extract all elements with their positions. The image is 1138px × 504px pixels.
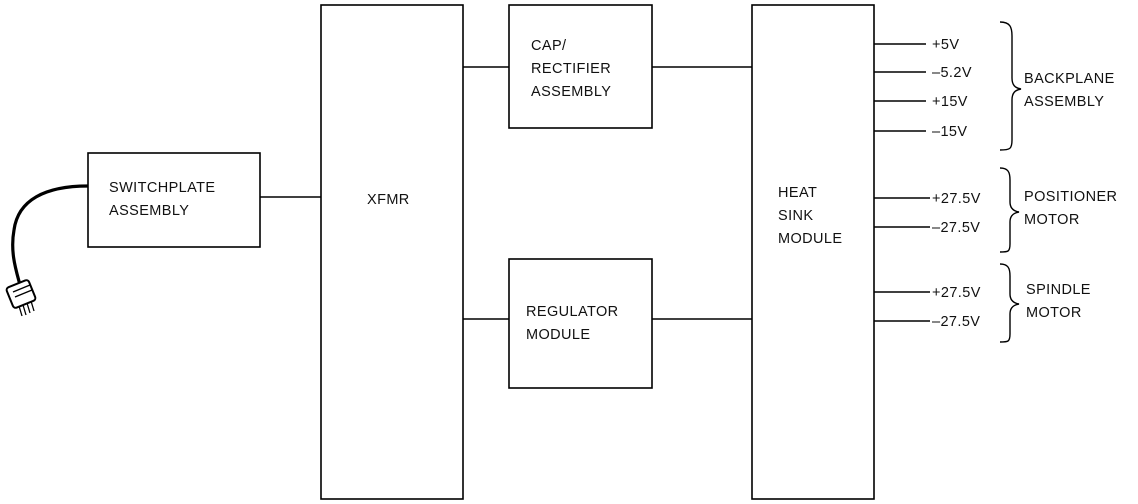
output-plus-15v: +15V [932,94,968,110]
output-minus-5-2v: –5.2V [932,65,972,81]
cap-rectifier-label-line2: RECTIFIER [531,61,611,77]
output-minus-15v: –15V [932,124,967,140]
heat-sink-label-line2: SINK [778,208,813,224]
spindle-outputs: +27.5V –27.5V [874,285,981,330]
switchplate-label-line2: ASSEMBLY [109,203,189,219]
xfmr-label: XFMR [367,192,410,208]
cap-rectifier-label-line3: ASSEMBLY [531,84,611,100]
output-plus-5v: +5V [932,37,959,53]
regulator-label-line1: REGULATOR [526,304,619,320]
heat-sink-module-block: HEAT SINK MODULE [752,5,874,499]
output-spindle-minus-27-5v: –27.5V [932,314,980,330]
positioner-outputs: +27.5V –27.5V [874,191,981,236]
output-positioner-plus-27-5v: +27.5V [932,191,981,207]
backplane-group-label-line2: ASSEMBLY [1024,94,1104,110]
power-cord-plug-icon [6,186,88,316]
spindle-group-label-line1: SPINDLE [1026,282,1091,298]
switchplate-assembly-block: SWITCHPLATE ASSEMBLY [88,153,260,247]
backplane-brace [1000,22,1021,150]
positioner-group-label-line2: MOTOR [1024,212,1080,228]
output-spindle-plus-27-5v: +27.5V [932,285,981,301]
output-positioner-minus-27-5v: –27.5V [932,220,980,236]
switchplate-label-line1: SWITCHPLATE [109,180,215,196]
regulator-module-block: REGULATOR MODULE [509,259,652,388]
regulator-label-line2: MODULE [526,327,590,343]
heat-sink-label-line3: MODULE [778,231,842,247]
cap-rectifier-assembly-block: CAP/ RECTIFIER ASSEMBLY [509,5,652,128]
positioner-group-label-line1: POSITIONER [1024,189,1117,205]
cap-rectifier-label-line1: CAP/ [531,38,567,54]
xfmr-block: XFMR [321,5,463,499]
positioner-brace [1000,168,1019,252]
spindle-brace [1000,264,1019,342]
spindle-group-label-line2: MOTOR [1026,305,1082,321]
backplane-group-label-line1: BACKPLANE [1024,71,1115,87]
backplane-outputs: +5V –5.2V +15V –15V [874,37,972,140]
heat-sink-label-line1: HEAT [778,185,817,201]
